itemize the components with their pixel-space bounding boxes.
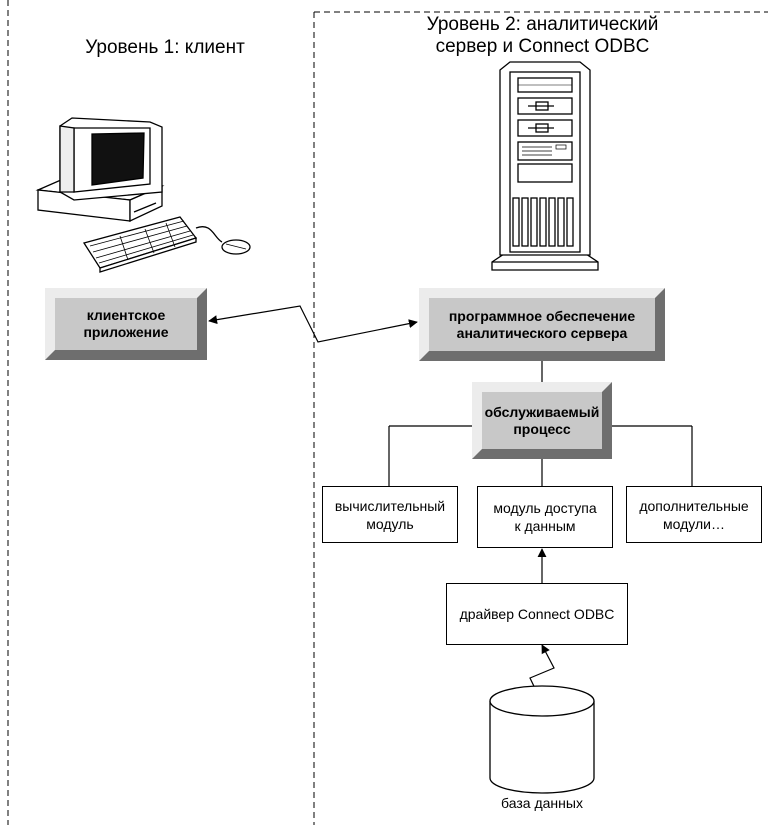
extra-modules-line2: модули… — [663, 515, 725, 532]
connectors — [208, 305, 693, 706]
database-label: база данных — [501, 795, 583, 811]
extra-modules-box: дополнительные модули… — [626, 486, 762, 543]
data-access-module-line2: к данным — [514, 518, 576, 534]
tier2-title-line1: Уровень 2: аналитический — [426, 14, 659, 35]
served-process-line2: процесс — [513, 420, 571, 437]
extra-modules-line1: дополнительные — [639, 497, 749, 514]
client-application-block: клиентское приложение — [45, 288, 207, 360]
served-process-block: обслуживаемый процесс — [472, 382, 612, 459]
data-access-module-box: модуль доступа к данным — [477, 486, 613, 548]
compute-module-box: вычислительный модуль — [322, 486, 458, 543]
compute-module-line1: вычислительный — [334, 497, 446, 514]
served-process-line1: обслуживаемый — [484, 403, 600, 420]
tier2-title-line2: сервер и Connect ODBC — [435, 36, 650, 57]
desktop-computer-icon — [35, 117, 251, 273]
server-software-line2: аналитического сервера — [456, 324, 628, 341]
client-server-link — [208, 305, 418, 343]
server-tower-icon — [491, 61, 599, 271]
database-cylinder-icon — [489, 685, 595, 794]
server-software-line1: программное обеспечение — [448, 307, 636, 324]
server-software-block: программное обеспечение аналитического с… — [419, 288, 665, 361]
tier-boundaries — [7, 0, 768, 825]
compute-module-line2: модуль — [366, 515, 414, 532]
odbc-driver-label: драйвер Connect ODBC — [459, 606, 615, 622]
client-application-line2: приложение — [83, 324, 169, 340]
tier1-title: Уровень 1: клиент — [85, 37, 245, 58]
data-access-module-line1: модуль доступа — [493, 500, 597, 516]
odbc-driver-box: драйвер Connect ODBC — [446, 583, 628, 645]
client-application-line1: клиентское — [86, 307, 166, 323]
tier2-title: Уровень 2: аналитический сервер и Connec… — [400, 14, 685, 58]
